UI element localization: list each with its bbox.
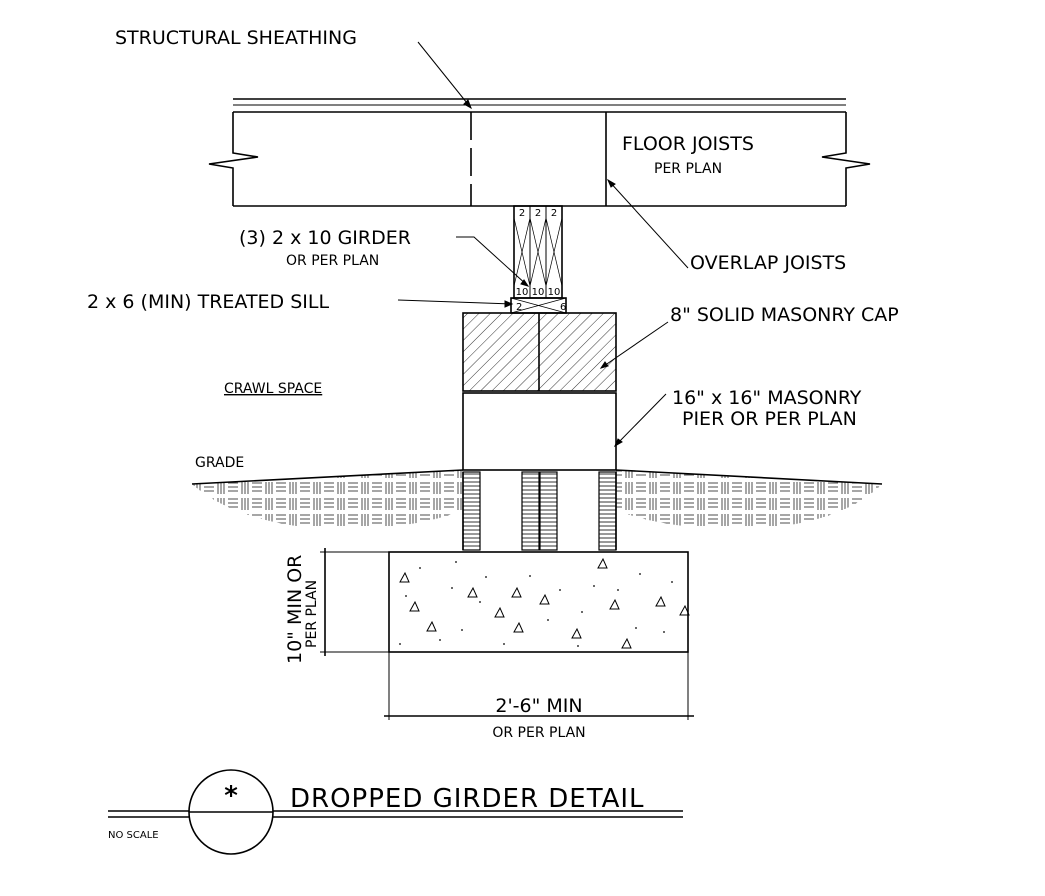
label-girder-sub: OR PER PLAN bbox=[286, 253, 379, 269]
treated-sill: 2 6 bbox=[510, 297, 567, 314]
footing-width-dimension bbox=[384, 652, 694, 720]
earth-fill-left bbox=[192, 470, 463, 530]
masonry-cap bbox=[462, 312, 617, 392]
masonry-pier bbox=[462, 392, 617, 471]
leader-masonry-cap bbox=[600, 321, 669, 369]
label-grade: GRADE bbox=[195, 455, 244, 471]
girder-mark-bottom: 10 bbox=[532, 287, 545, 298]
girder-x-mark bbox=[513, 217, 531, 287]
break-line-right bbox=[821, 112, 871, 206]
sill-x-mark bbox=[510, 297, 567, 314]
footing-depth-dimension bbox=[320, 548, 389, 656]
arrowhead bbox=[613, 438, 623, 448]
floor-system bbox=[208, 98, 871, 207]
girder-mark-bottom: 10 bbox=[548, 287, 561, 298]
label-treated-sill: 2 x 6 (MIN) TREATED SILL bbox=[87, 291, 329, 313]
label-footing-depth-sub: PER PLAN bbox=[304, 580, 320, 648]
label-floor-joists: FLOOR JOISTS bbox=[622, 133, 754, 155]
label-girder: (3) 2 x 10 GIRDER bbox=[239, 227, 411, 249]
break-line-left bbox=[208, 112, 259, 206]
concrete-sand bbox=[399, 561, 673, 647]
leader-girder bbox=[456, 236, 529, 287]
leaders bbox=[397, 41, 689, 448]
label-footing-depth: 10" MIN OR bbox=[284, 555, 306, 664]
girder-mark-top: 2 bbox=[535, 208, 541, 219]
block-shell bbox=[598, 471, 617, 551]
label-overlap-joists: OVERLAP JOISTS bbox=[690, 252, 846, 274]
sill-mark: 2 bbox=[516, 302, 522, 313]
block-shell bbox=[462, 471, 481, 551]
leader-overlap-joists bbox=[607, 179, 689, 269]
label-masonry-cap: 8" SOLID MASONRY CAP bbox=[670, 304, 899, 326]
leader-pier bbox=[614, 393, 667, 447]
detail-symbol-mark: * bbox=[224, 781, 238, 811]
block-shell bbox=[521, 471, 540, 551]
girder-mark-bottom: 10 bbox=[516, 287, 529, 298]
arrowhead bbox=[599, 361, 609, 369]
leader-sheathing bbox=[417, 41, 472, 109]
block-shell bbox=[539, 471, 558, 551]
earth-fill-right bbox=[616, 470, 882, 530]
label-footing-width-sub: OR PER PLAN bbox=[492, 725, 585, 741]
concrete-aggregate bbox=[399, 557, 690, 649]
footing bbox=[388, 551, 690, 653]
arrowhead bbox=[520, 279, 530, 287]
below-grade-block bbox=[462, 471, 617, 551]
girder-mark-top: 2 bbox=[551, 208, 557, 219]
sill-mark: 6 bbox=[560, 302, 566, 313]
leader-sill bbox=[397, 299, 513, 305]
grade bbox=[191, 469, 883, 530]
title-block: * DROPPED GIRDER DETAIL NO SCALE bbox=[108, 769, 683, 855]
arrowhead bbox=[606, 178, 616, 188]
label-pier-line1: 16" x 16" MASONRY bbox=[672, 387, 862, 409]
label-structural-sheathing: STRUCTURAL SHEATHING bbox=[115, 27, 357, 49]
girder: 2 2 2 10 10 10 bbox=[513, 205, 563, 299]
girder-mark-top: 2 bbox=[519, 208, 525, 219]
arrowhead bbox=[463, 99, 472, 110]
detail-title: DROPPED GIRDER DETAIL bbox=[290, 784, 645, 814]
girder-x-mark bbox=[529, 217, 547, 287]
girder-x-mark bbox=[545, 217, 563, 287]
footing-outline bbox=[388, 551, 689, 653]
label-pier-line2: PIER OR PER PLAN bbox=[682, 408, 857, 430]
arrowhead bbox=[504, 300, 514, 308]
label-floor-joists-sub: PER PLAN bbox=[654, 161, 722, 177]
scale-note: NO SCALE bbox=[108, 830, 159, 841]
label-crawl-space: CRAWL SPACE bbox=[224, 381, 322, 397]
label-footing-width: 2'-6" MIN bbox=[495, 695, 582, 717]
